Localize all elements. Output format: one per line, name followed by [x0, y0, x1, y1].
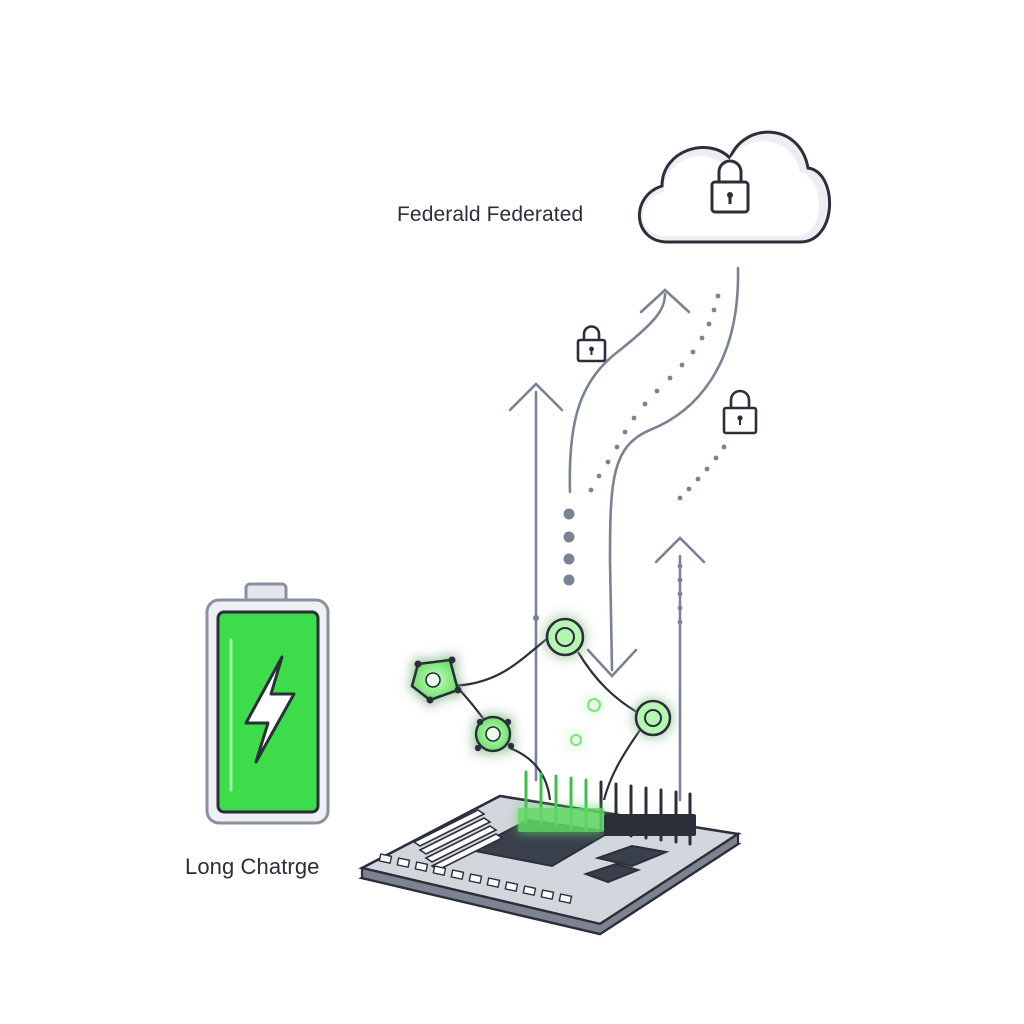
network-node	[474, 715, 515, 753]
battery-icon	[205, 582, 330, 825]
lightning-bolt-icon	[244, 655, 296, 764]
long-charge-label: Long Chatrge	[185, 854, 320, 879]
cloud-lock-icon	[710, 159, 750, 214]
dotted-trail	[533, 293, 727, 625]
network-node	[634, 699, 672, 737]
circuit-board-icon	[358, 770, 742, 936]
glow-particles	[570, 698, 601, 746]
federated-label: Federald Federated	[397, 203, 584, 226]
lock-icon	[722, 389, 758, 435]
network-node	[410, 656, 462, 704]
cloud-icon	[637, 130, 831, 244]
lock-icon	[576, 325, 607, 363]
data-flow-arrows	[508, 266, 740, 802]
network-node	[545, 617, 585, 657]
